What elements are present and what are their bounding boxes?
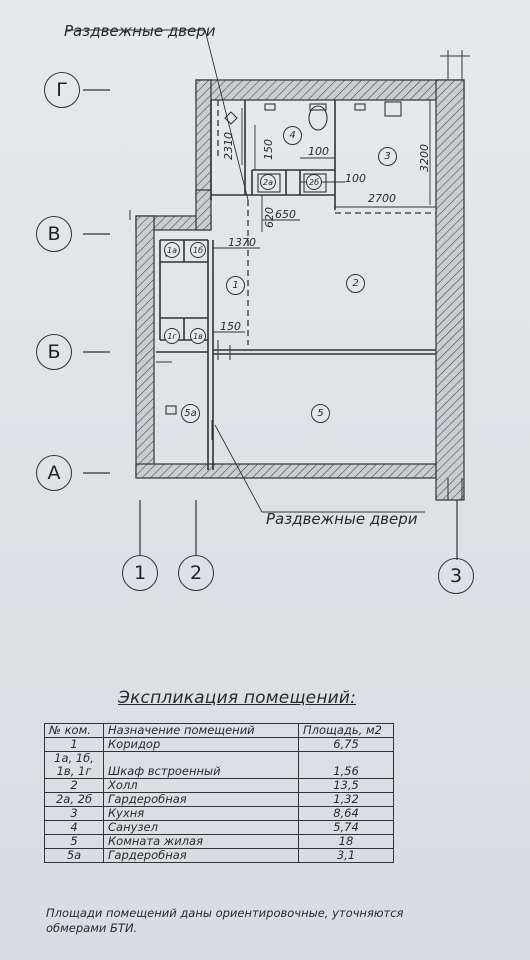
table-row: 5а Гардеробная 3,1	[44, 848, 394, 863]
explication-title: Экспликация помещений:	[118, 688, 357, 708]
col-header-area: Площадь, м2	[298, 723, 394, 738]
table-row: 2а, 2б Гардеробная 1,32	[44, 792, 394, 807]
room-marker-2: 2	[346, 274, 365, 293]
table-row: 5 Комната жилая 18	[44, 834, 394, 849]
table-header-row: № ком. Назначение помещений Площадь, м2	[44, 723, 394, 738]
floor-plan	[66, 29, 470, 560]
dim-650: 650	[275, 208, 296, 221]
table-row: 3 Кухня 8,64	[44, 806, 394, 821]
table-row: 4 Санузел 5,74	[44, 820, 394, 835]
room-marker-1a: 1а	[164, 242, 180, 258]
dim-100-upper: 100	[308, 145, 329, 158]
dim-1370: 1370	[228, 236, 256, 249]
dim-150-horizontal: 150	[220, 320, 241, 333]
room-marker-3: 3	[378, 147, 397, 166]
sliding-doors	[217, 100, 436, 345]
exterior-walls	[135, 79, 465, 501]
room-marker-5: 5	[311, 404, 330, 423]
axis-col-3: 3	[438, 558, 474, 594]
axis-lines	[83, 89, 458, 560]
doors-label-top: Раздвежные двери	[64, 22, 216, 40]
room-marker-2b: 2б	[306, 174, 322, 190]
explication-table: № ком. Назначение помещений Площадь, м2 …	[44, 723, 394, 863]
axis-col-1: 1	[122, 555, 158, 591]
axis-row-a: А	[36, 455, 72, 491]
room-marker-5a: 5а	[181, 404, 200, 423]
doors	[156, 340, 231, 440]
room-marker-1: 1	[226, 276, 245, 295]
room-marker-1v: 1в	[190, 328, 206, 344]
room-marker-2a: 2а	[260, 174, 276, 190]
axis-row-g: Г	[44, 72, 80, 108]
room-marker-4: 4	[283, 126, 302, 145]
dim-100-lower: 100	[345, 172, 366, 185]
col-header-num: № ком.	[44, 723, 104, 738]
axis-row-b: Б	[36, 334, 72, 370]
table-row: 1в, 1г Шкаф встроенный 1,56	[44, 765, 394, 779]
wall-ticks	[129, 50, 470, 500]
room-marker-1b: 1б	[190, 242, 206, 258]
dimension-lines	[66, 29, 436, 513]
room-marker-1g: 1г	[164, 328, 180, 344]
partitions	[156, 100, 436, 470]
axis-col-2: 2	[178, 555, 214, 591]
doors-label-bottom: Раздвежные двери	[266, 510, 418, 528]
col-header-name: Назначение помещений	[103, 723, 299, 738]
dim-2700: 2700	[368, 192, 396, 205]
dim-2310: 2310	[222, 132, 235, 160]
table-row: 1 Коридор 6,75	[44, 737, 394, 752]
dim-3200: 3200	[418, 144, 431, 172]
table-row: 1а, 1б,	[44, 751, 394, 765]
explication-note: Площади помещений даны ориентировочные, …	[46, 906, 404, 935]
dim-150-vertical: 150	[262, 139, 275, 160]
axis-row-v: В	[36, 216, 72, 252]
table-row: 2 Холл 13,5	[44, 778, 394, 793]
